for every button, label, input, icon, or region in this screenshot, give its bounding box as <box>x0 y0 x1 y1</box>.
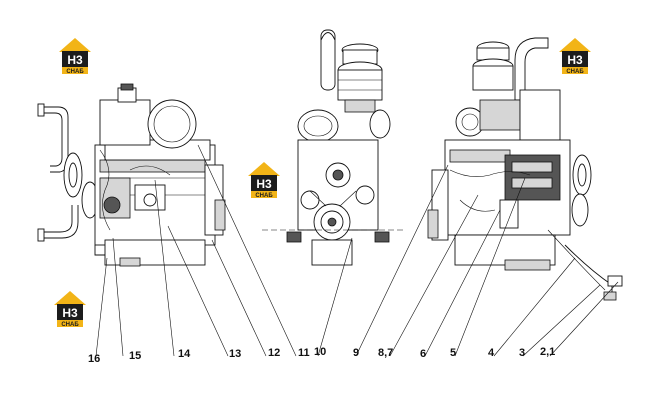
logo-letters: H3 <box>62 306 78 320</box>
leader-11 <box>197 144 297 357</box>
engine-right-side-view <box>427 37 623 301</box>
brand-logo-center: H3 СНАБ <box>248 162 280 199</box>
leader-9 <box>355 164 449 357</box>
leader-10 <box>317 237 353 357</box>
callout-6: 6 <box>420 348 426 360</box>
callout-3: 3 <box>519 347 525 359</box>
callout-14: 14 <box>178 348 191 360</box>
leader-15 <box>112 237 124 357</box>
callout-16: 16 <box>88 353 100 365</box>
logo-caption: СНАБ <box>255 193 273 199</box>
brand-logo-top-right: H3 СНАБ <box>559 38 591 75</box>
brand-logo-bottom-left: H3 СНАБ <box>54 291 86 328</box>
leader-5 <box>454 177 526 357</box>
logo-letters: H3 <box>256 177 272 191</box>
brand-logo-top-left: H3 СНАБ <box>59 38 91 75</box>
leader-lines <box>95 144 619 357</box>
leader-4 <box>493 257 576 357</box>
callout-8-7: 8,7 <box>378 347 393 359</box>
callout-10: 10 <box>314 346 326 358</box>
callout-13: 13 <box>229 348 241 360</box>
engine-left-side-view <box>37 83 226 267</box>
callout-9: 9 <box>353 347 359 359</box>
logo-caption: СНАБ <box>66 69 84 75</box>
callout-5: 5 <box>450 347 456 359</box>
callout-12: 12 <box>268 347 280 359</box>
callout-15: 15 <box>129 350 141 362</box>
leader-2-1 <box>549 281 619 357</box>
logo-letters: H3 <box>567 53 583 67</box>
callout-4: 4 <box>488 347 495 359</box>
logo-caption: СНАБ <box>566 69 584 75</box>
leader-16 <box>95 257 108 357</box>
leader-3 <box>522 284 601 357</box>
leader-6 <box>424 209 501 357</box>
leader-8-7 <box>389 194 479 357</box>
leader-14 <box>154 179 175 357</box>
logo-caption: СНАБ <box>61 322 79 328</box>
logo-letters: H3 <box>67 53 83 67</box>
leader-13 <box>167 225 229 357</box>
callout-2-1: 2,1 <box>540 346 555 358</box>
engine-front-view <box>262 29 405 266</box>
leader-12 <box>211 239 267 357</box>
callout-11: 11 <box>298 347 310 359</box>
callout-labels: 16 15 14 13 12 11 10 9 8,7 6 5 4 3 2,1 <box>88 346 555 365</box>
